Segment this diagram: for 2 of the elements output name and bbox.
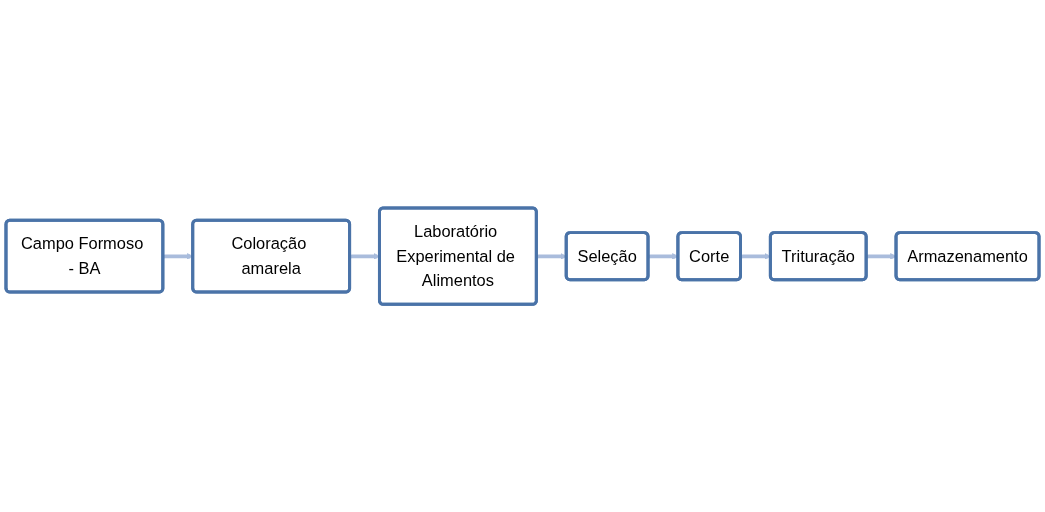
arrow: [866, 252, 897, 260]
arrow: [536, 252, 567, 260]
